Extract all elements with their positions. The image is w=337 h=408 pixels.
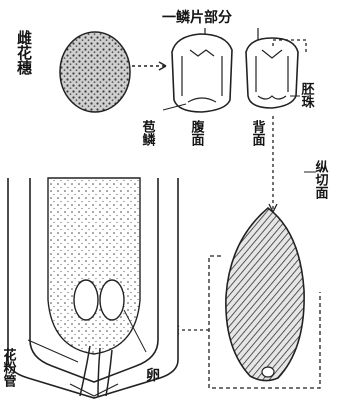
scale-dorsal-drawing — [246, 38, 298, 108]
label-pollen-tube: 花粉管 — [1, 347, 17, 388]
scale-ventral-drawing — [172, 34, 232, 112]
female-inflorescence-drawing — [60, 32, 130, 112]
label-longitudinal-section: 纵切面 — [313, 159, 329, 200]
label-egg: 卵 — [146, 367, 160, 384]
label-ovule: 胚珠 — [299, 82, 315, 109]
label-bract: 苞鳞 — [140, 119, 156, 147]
label-scale-section: 一鳞片部分 — [162, 9, 232, 26]
longitudinal-section-drawing — [226, 208, 304, 381]
label-female-inflorescence: 雌花穗 — [15, 29, 33, 76]
enlarged-ovule-drawing — [8, 178, 178, 398]
label-dorsal-view: 背面 — [250, 119, 266, 147]
label-ventral-view: 腹面 — [189, 119, 205, 147]
